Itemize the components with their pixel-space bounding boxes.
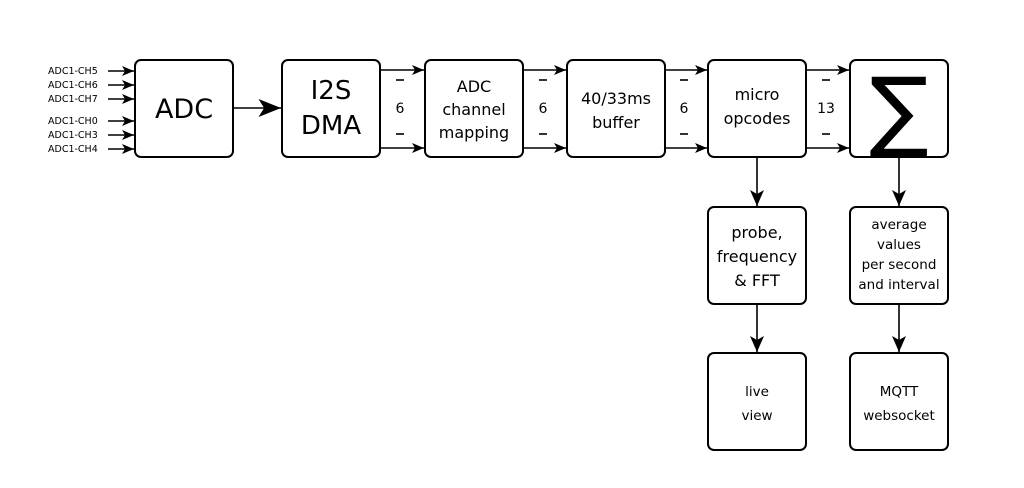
average-label-line: and interval xyxy=(858,277,939,293)
average-label-line: values xyxy=(877,237,921,253)
input-label: ADC1-CH7 xyxy=(48,94,98,105)
i2s-label: I2S xyxy=(311,76,352,106)
mapping-label-line: ADC xyxy=(457,77,491,96)
bus-width-label: 6 xyxy=(539,101,548,117)
input-label: ADC1-CH6 xyxy=(48,80,98,91)
mqtt-label-line: MQTT xyxy=(880,384,919,400)
live-view-block: live view xyxy=(707,352,807,451)
mqtt-label-line: websocket xyxy=(863,408,935,424)
adc-label: ADC xyxy=(155,94,213,125)
opcodes-block: micro opcodes xyxy=(707,59,807,158)
average-label-line: average xyxy=(871,217,926,233)
live-view-label-line: live xyxy=(745,384,769,400)
buffer-label-line: 40/33ms xyxy=(581,89,651,108)
sigma-icon: ∑ xyxy=(869,58,928,161)
adc-inputs: ADC1-CH5 ADC1-CH6 ADC1-CH7 ADC1-CH0 ADC1… xyxy=(48,66,134,155)
mapping-label-line: mapping xyxy=(439,123,509,142)
probe-label-line: probe, xyxy=(731,223,782,242)
sum-block: ∑ xyxy=(849,58,949,161)
bus-width-label: 6 xyxy=(396,101,405,117)
bus-opcodes-to-sum: 13 xyxy=(806,65,849,153)
opcodes-label-line: micro xyxy=(735,85,780,104)
input-label: ADC1-CH0 xyxy=(48,116,98,127)
input-label: ADC1-CH3 xyxy=(48,130,98,141)
probe-label-line: & FFT xyxy=(734,271,780,290)
bus-i2s-to-mapping: 6 xyxy=(380,65,424,153)
input-label: ADC1-CH4 xyxy=(48,144,98,155)
average-block: average values per second and interval xyxy=(849,206,949,305)
dma-label: DMA xyxy=(301,111,361,141)
i2s-dma-block: I2S DMA xyxy=(281,59,381,158)
mapping-block: ADC channel mapping xyxy=(424,59,524,158)
bus-width-label: 6 xyxy=(680,101,689,117)
opcodes-label-line: opcodes xyxy=(724,109,791,128)
input-label: ADC1-CH5 xyxy=(48,66,98,77)
mapping-label-line: channel xyxy=(442,100,505,119)
probe-label-line: frequency xyxy=(717,247,797,266)
probe-block: probe, frequency & FFT xyxy=(707,206,807,305)
bus-width-label: 13 xyxy=(817,101,835,117)
buffer-label-line: buffer xyxy=(592,113,640,132)
mqtt-block: MQTT websocket xyxy=(849,352,949,451)
adc-block: ADC xyxy=(134,59,234,158)
buffer-block: 40/33ms buffer xyxy=(566,59,666,158)
average-label-line: per second xyxy=(862,257,937,273)
live-view-label-line: view xyxy=(741,408,772,424)
bus-buffer-to-opcodes: 6 xyxy=(665,65,707,153)
bus-mapping-to-buffer: 6 xyxy=(523,65,566,153)
